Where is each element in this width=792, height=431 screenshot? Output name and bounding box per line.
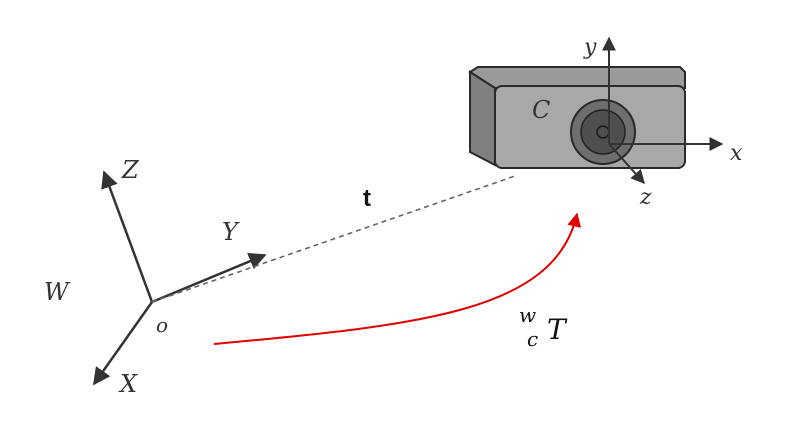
world-frame: Z Y X W o: [44, 156, 267, 398]
transform-label-superscript: w: [519, 303, 536, 327]
translation-label: t: [363, 185, 371, 212]
world-y-axis: [151, 252, 267, 304]
camera-z-label: z: [639, 185, 652, 210]
camera-frame-label: C: [532, 96, 550, 124]
translation-line: [151, 175, 516, 303]
world-x-label: X: [118, 370, 138, 398]
transform-label-symbol: T: [547, 313, 568, 346]
transform-label: w c T: [519, 303, 568, 351]
world-x-axis: [92, 301, 154, 386]
camera-frame: y x z: [583, 35, 743, 210]
world-z-axis: [101, 170, 154, 303]
camera-y-label: y: [583, 35, 597, 60]
camera-lens-inner: [580, 109, 626, 155]
world-frame-label: W: [44, 278, 71, 306]
camera: C: [468, 66, 686, 169]
camera-body-top: [468, 66, 686, 89]
camera-body-side: [469, 70, 496, 167]
world-origin-label: o: [156, 313, 168, 337]
world-z-label: Z: [121, 156, 140, 184]
transform-arrow: [213, 212, 582, 345]
world-y-label: Y: [222, 218, 240, 246]
transform-label-subscript: c: [527, 327, 538, 351]
camera-z-axis: [608, 143, 645, 185]
camera-x-label: x: [730, 141, 743, 166]
